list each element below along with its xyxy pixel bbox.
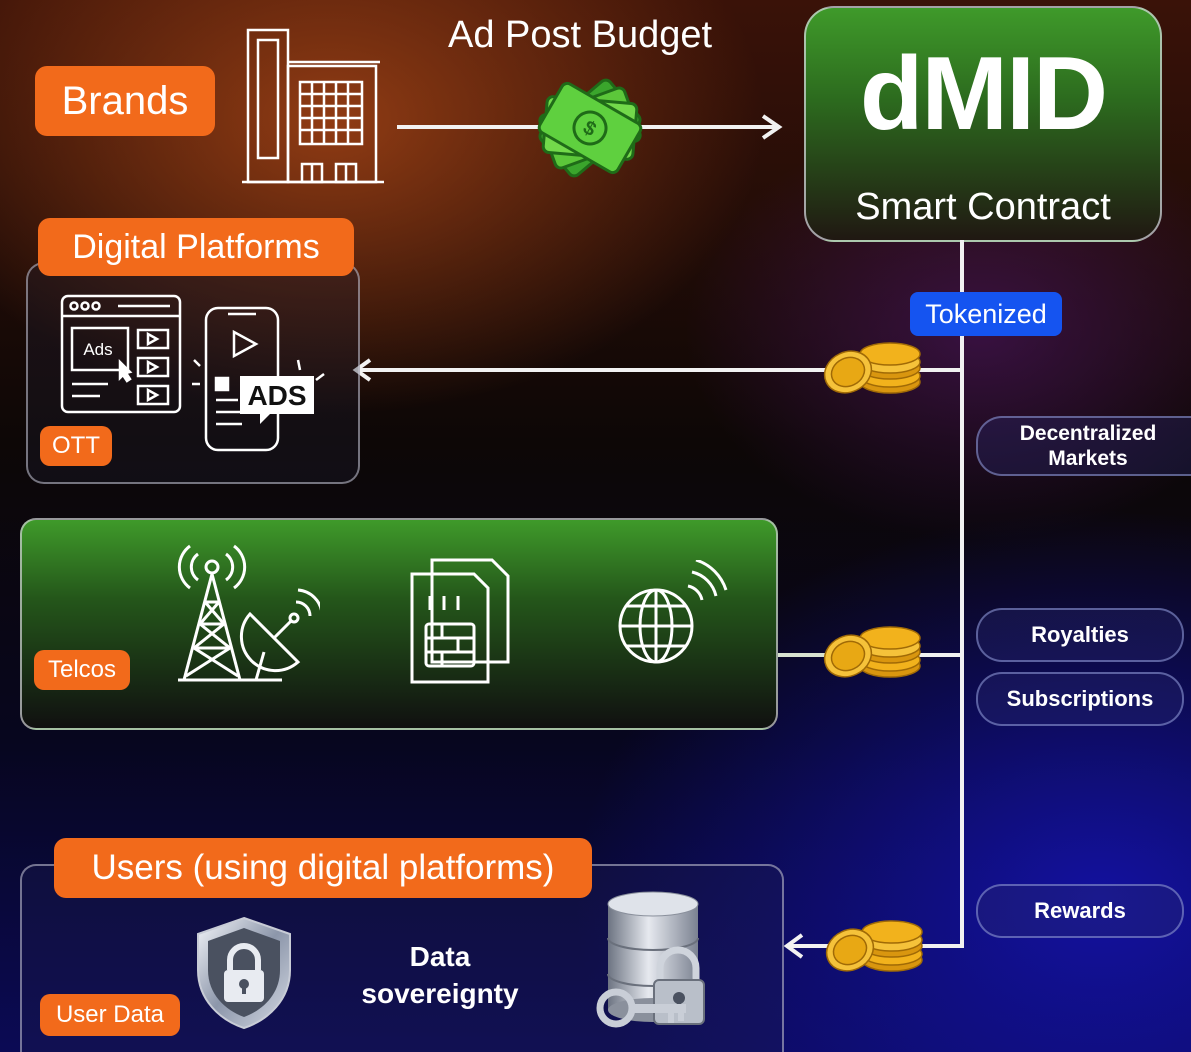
ads-small-text: Ads xyxy=(83,340,112,359)
data-sovereignty-text: Data sovereignty xyxy=(330,938,550,1012)
decentralized-markets-pill: Decentralized Markets xyxy=(976,416,1191,476)
budget-title: Ad Post Budget xyxy=(448,14,713,56)
dmid-logo: dMID xyxy=(859,36,1108,152)
coins-icon xyxy=(823,626,921,678)
browser-ads-icon: Ads xyxy=(60,294,182,414)
building-icon xyxy=(242,28,384,184)
branch-users xyxy=(915,944,964,948)
telcos-tag: Telcos xyxy=(34,650,130,690)
brands-label: Brands xyxy=(61,78,189,123)
users-arrow xyxy=(783,933,834,959)
data-sovereignty-line1: Data xyxy=(409,941,471,972)
phone-ads-icon: ADS xyxy=(192,306,325,452)
ads-big-text: ADS xyxy=(247,380,306,411)
smart-contract-box: dMID Smart Contract xyxy=(804,6,1162,242)
digital-platforms-tag: Digital Platforms xyxy=(38,218,354,276)
rewards-pill: Rewards xyxy=(976,884,1184,938)
smart-contract-label: Smart Contract xyxy=(855,186,1111,228)
sim-card-icon xyxy=(410,558,510,684)
telcos-panel xyxy=(20,518,778,730)
royalties-pill: Royalties xyxy=(976,608,1184,662)
coins-icon xyxy=(825,920,923,972)
ott-arrow xyxy=(352,358,830,382)
users-label: Users (using digital platforms) xyxy=(91,848,555,887)
data-sovereignty-line2: sovereignty xyxy=(361,978,519,1009)
digital-platforms-label: Digital Platforms xyxy=(72,227,320,266)
branch-ott xyxy=(915,368,964,372)
tokenized-badge: Tokenized xyxy=(910,292,1062,336)
ott-label: OTT xyxy=(52,432,100,459)
telcos-label: Telcos xyxy=(47,656,117,683)
user-data-tag: User Data xyxy=(40,994,180,1036)
branch-telcos xyxy=(915,653,964,657)
subscriptions-pill: Subscriptions xyxy=(976,672,1184,726)
database-lock-icon xyxy=(596,891,705,1028)
user-data-label: User Data xyxy=(55,1001,165,1028)
ott-tag: OTT xyxy=(40,426,112,466)
trunk-line xyxy=(960,240,964,948)
coins-icon xyxy=(823,342,921,394)
shield-lock-icon xyxy=(197,916,291,1030)
users-tag: Users (using digital platforms) xyxy=(54,838,592,898)
tower-satellite-icon xyxy=(177,544,320,682)
brands-tag: Brands xyxy=(35,66,215,136)
decentralized-label-line1: Decentralized xyxy=(1019,421,1157,445)
money-icon: $ xyxy=(537,78,643,178)
decentralized-label-line2: Markets xyxy=(1048,447,1128,470)
globe-wireless-icon xyxy=(618,560,728,664)
